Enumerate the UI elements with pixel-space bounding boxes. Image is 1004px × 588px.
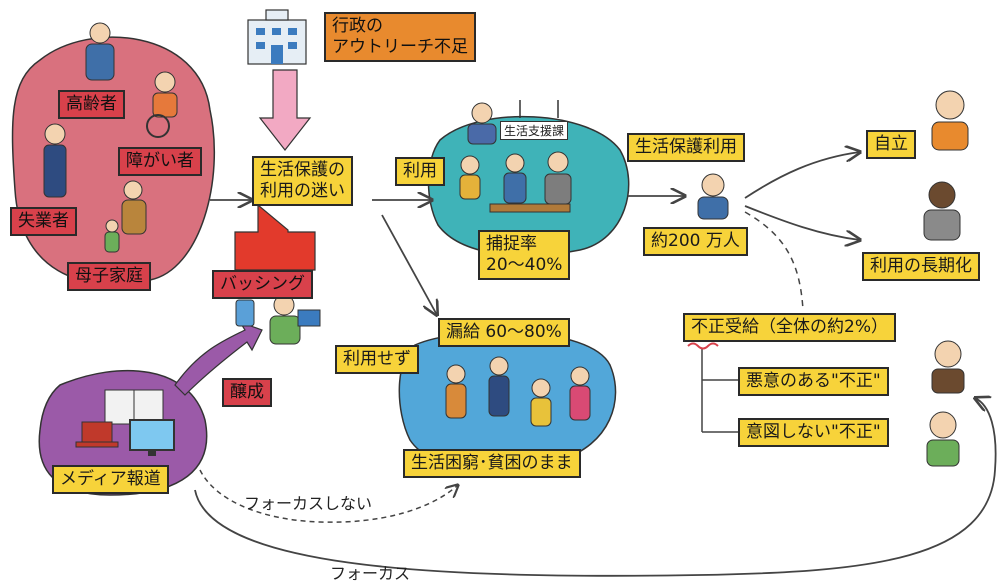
leak-rate-label: 漏給 60～80% [438, 318, 570, 347]
unintended-fraud-label: 意図しない"不正" [738, 418, 889, 447]
use-label: 利用 [395, 157, 445, 186]
arrow-to-independence [744, 152, 860, 199]
poverty-people-icon [445, 356, 591, 427]
long-term-label: 利用の長期化 [862, 252, 980, 281]
focus-label: フォーカス [330, 564, 411, 583]
dashed-fraud-link [744, 211, 804, 311]
malicious-fraud-label: 悪意のある"不正" [738, 367, 889, 396]
arrow-fostering [174, 320, 263, 396]
arrow-no-focus [199, 469, 458, 523]
mother-child-icon [104, 180, 147, 253]
disabled-label: 障がい者 [118, 147, 202, 176]
welfare-use-label: 生活保護利用 [627, 133, 745, 162]
unemployed-label: 失業者 [10, 207, 77, 236]
unemployed-person-icon [43, 123, 67, 198]
smartphone-user-icon [235, 294, 321, 345]
elderly-person-icon [85, 22, 115, 81]
laptop-icon [75, 421, 119, 448]
arrow-hesitation-to-nouse [381, 214, 437, 315]
independent-person-icon [931, 90, 969, 151]
bashing-label: バッシング [212, 270, 313, 299]
malicious-person-icon [931, 340, 965, 394]
admin-outreach-label: 行政の アウトリーチ不足 [324, 12, 476, 62]
welfare-recipient-icon [697, 173, 729, 220]
newspaper-icon [104, 389, 164, 425]
independence-label: 自立 [866, 130, 916, 159]
unintended-person-icon [926, 411, 960, 467]
hesitation-label: 生活保護の 利用の迷い [252, 156, 353, 206]
media-label: メディア報道 [52, 465, 169, 494]
tv-icon [129, 419, 175, 456]
office-sign-label: 生活支援課 [500, 121, 569, 140]
arrow-focus [194, 398, 997, 577]
arrow-to-long-term [744, 205, 860, 240]
office-sign-icon [519, 100, 559, 118]
office-blob [427, 115, 630, 257]
single-mother-label: 母子家庭 [67, 262, 151, 291]
building-icon [247, 9, 307, 65]
no-use-label: 利用せず [335, 345, 419, 374]
fostering-label: 醸成 [222, 378, 272, 407]
count-label: 約200 万人 [643, 227, 748, 256]
fraud-wavy-underline [687, 342, 719, 350]
no-focus-label: フォーカスしない [244, 494, 373, 513]
elderly-label: 高齢者 [58, 90, 125, 119]
arrow-bashing [234, 203, 316, 271]
fraud-bracket [701, 348, 738, 433]
capture-rate-label: 捕捉率 20～40% [478, 230, 571, 280]
office-workers-icon [459, 102, 572, 213]
poverty-label: 生活困窮･貧困のまま [403, 449, 581, 478]
wheelchair-user-icon [146, 71, 178, 138]
long-term-person-icon [923, 181, 961, 241]
fraud-label: 不正受給（全体の約2%） [683, 313, 896, 342]
arrow-admin-to-hesitation [258, 69, 312, 151]
